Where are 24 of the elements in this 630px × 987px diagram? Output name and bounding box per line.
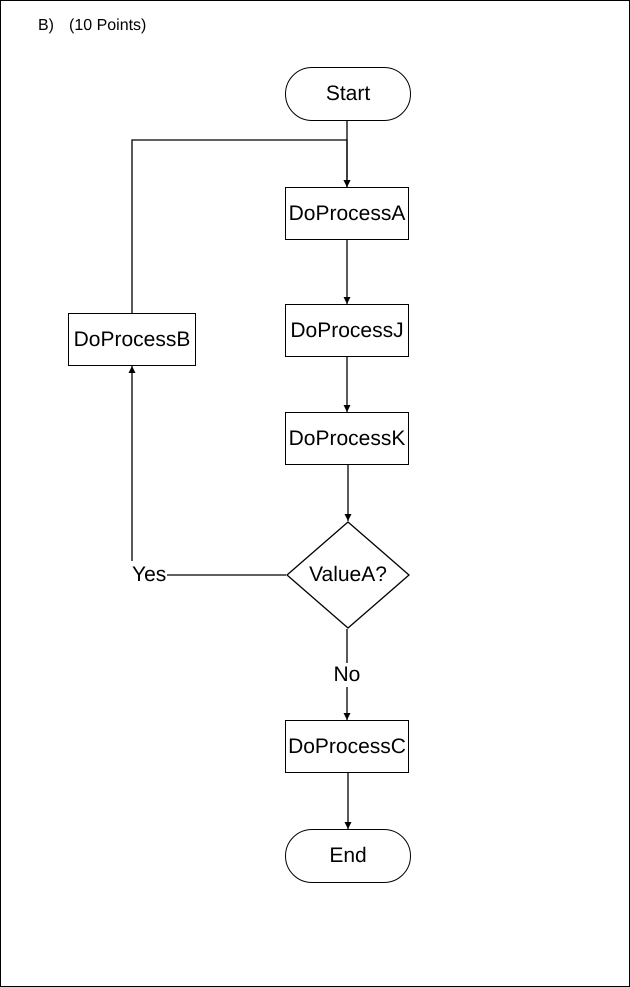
node-label: DoProcessK bbox=[288, 426, 406, 450]
arrow bbox=[344, 240, 350, 304]
node-label: Start bbox=[326, 82, 370, 106]
process-box bbox=[285, 187, 409, 240]
process-box bbox=[68, 313, 196, 366]
terminal-node bbox=[285, 829, 411, 883]
arrow bbox=[344, 357, 350, 412]
heading-text: (10 Points) bbox=[69, 17, 146, 35]
arrow bbox=[131, 139, 350, 313]
process-box bbox=[285, 412, 409, 465]
node-label: DoProcessB bbox=[74, 328, 190, 352]
arrow bbox=[344, 773, 352, 829]
arrow bbox=[344, 465, 352, 521]
node-label: DoProcessC bbox=[288, 734, 406, 758]
terminal-node bbox=[285, 67, 411, 121]
edge-label: No bbox=[332, 662, 362, 686]
process-box bbox=[285, 720, 409, 773]
process-box bbox=[285, 304, 409, 357]
node-label: ValueA? bbox=[309, 563, 387, 587]
node-label: End bbox=[329, 844, 367, 868]
node-label: DoProcessA bbox=[288, 202, 406, 226]
decision-diamond bbox=[286, 521, 410, 629]
heading-text: B) bbox=[38, 17, 54, 35]
node-label: DoProcessJ bbox=[290, 318, 404, 342]
